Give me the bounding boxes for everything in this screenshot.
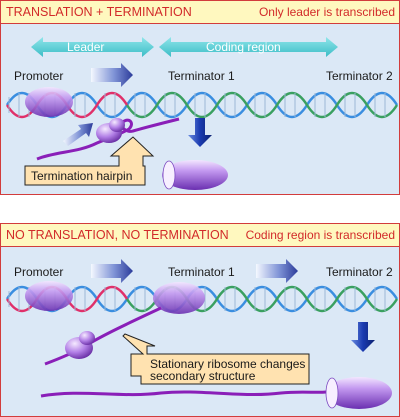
panel-header: NO TRANSLATION, NO TERMINATION Coding re… xyxy=(1,224,399,247)
transcription-direction-arrow-icon xyxy=(91,259,133,283)
no-translation-panel: NO TRANSLATION, NO TERMINATION Coding re… xyxy=(0,223,400,417)
callout-line-2: secondary structure xyxy=(150,369,256,383)
leader-double-arrow-icon xyxy=(31,37,154,57)
down-arrow-icon xyxy=(351,322,375,352)
terminator-1-label: Terminator 1 xyxy=(168,69,235,83)
released-polymerase-icon xyxy=(325,377,392,409)
panel-subtitle: Only leader is transcribed xyxy=(258,5,395,19)
transcription-direction-arrow-icon xyxy=(256,259,298,283)
terminator-2-label: Terminator 2 xyxy=(326,69,393,83)
down-arrow-icon xyxy=(188,118,212,147)
translation-termination-diagram: Leader Coding region Promoter Terminator… xyxy=(5,37,399,190)
rna-polymerase-icon xyxy=(25,87,73,117)
transcription-direction-arrow-icon xyxy=(91,63,133,87)
terminator-2-label: Terminator 2 xyxy=(326,265,393,279)
full-transcript xyxy=(40,390,327,398)
panel-subtitle: Coding region is transcribed xyxy=(245,228,395,242)
rna-polymerase-icon xyxy=(153,282,205,314)
released-polymerase-icon xyxy=(162,160,228,190)
leader-transcript xyxy=(36,117,180,161)
ribosome-icon xyxy=(65,331,95,359)
termination-hairpin-callout: Termination hairpin xyxy=(24,136,155,186)
leader-label: Leader xyxy=(67,40,104,54)
ribosome-direction-arrow-icon xyxy=(63,123,93,146)
promoter-label: Promoter xyxy=(14,265,63,279)
panel-header: TRANSLATION + TERMINATION Only leader is… xyxy=(1,1,399,24)
panel-title: TRANSLATION + TERMINATION xyxy=(6,5,192,19)
terminator-1-label: Terminator 1 xyxy=(168,265,235,279)
panel-title: NO TRANSLATION, NO TERMINATION xyxy=(6,228,229,242)
ribosome-icon xyxy=(96,118,125,143)
coding-region-double-arrow-icon xyxy=(159,37,338,57)
rna-polymerase-icon xyxy=(25,281,73,311)
stationary-ribosome-callout: Stationary ribosome changes secondary st… xyxy=(122,333,310,385)
termination-hairpin-label: Termination hairpin xyxy=(31,169,132,183)
no-translation-diagram: Promoter Terminator 1 Terminator 2 xyxy=(5,259,399,409)
callout-line-1: Stationary ribosome changes xyxy=(150,357,305,371)
promoter-label: Promoter xyxy=(14,69,63,83)
coding-region-label: Coding region xyxy=(206,40,281,54)
translation-termination-panel: TRANSLATION + TERMINATION Only leader is… xyxy=(0,0,400,195)
